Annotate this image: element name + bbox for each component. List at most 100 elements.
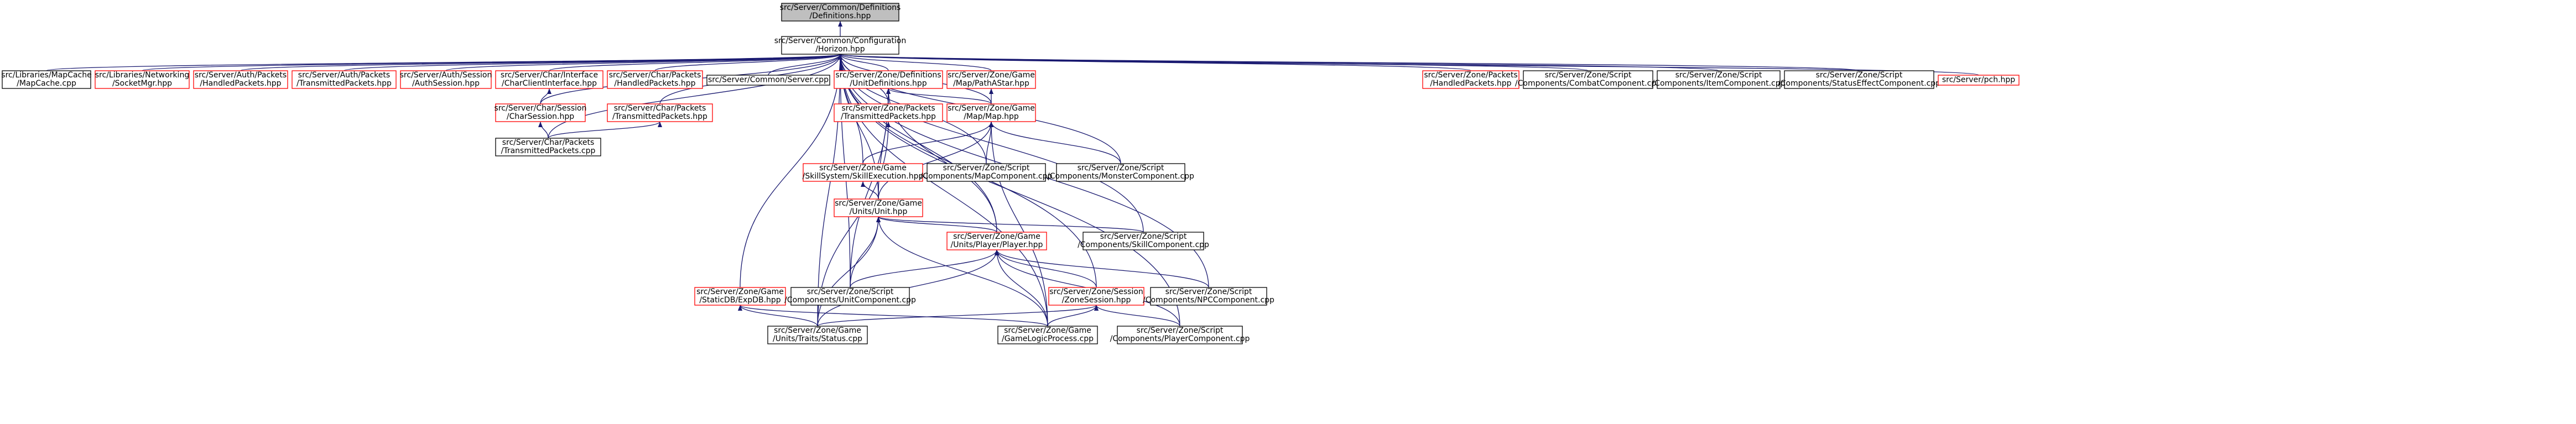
- node-statuseffectcomponent[interactable]: src/Server/Zone/Script/Components/Status…: [1778, 70, 1940, 89]
- node-auth_transmitted[interactable]: src/Server/Auth/Packets/TransmittedPacke…: [292, 70, 397, 89]
- node-staticdbexpdb[interactable]: src/Server/Zone/Game/StaticDB/ExpDB.hpp: [694, 287, 786, 306]
- node-label: src/Server/Zone/Script: [1165, 287, 1252, 296]
- edge-charsession-to-charclientinterface: [540, 88, 551, 104]
- node-box: [1784, 70, 1934, 89]
- node-label: src/Server/Common/Configuration: [774, 36, 907, 45]
- node-box: [946, 232, 1047, 250]
- node-label: src/Server/Zone/Script: [1545, 71, 1632, 80]
- node-charclientinterface[interactable]: src/Server/Char/Interface/CharClientInte…: [495, 70, 603, 89]
- node-char_transmitted[interactable]: src/Server/Char/Packets/TransmittedPacke…: [607, 103, 713, 122]
- node-box: [495, 138, 601, 156]
- node-label: src/Server/Common/Definitions: [780, 3, 901, 12]
- edge-playercomponent-to-zonesession: [1094, 305, 1180, 327]
- node-unitcomponent[interactable]: src/Server/Zone/Script/Components/UnitCo…: [784, 287, 916, 306]
- edge-unit_hpp-to-skillexecution: [861, 181, 879, 200]
- node-box: [1523, 70, 1653, 89]
- node-gamelogicprocess[interactable]: src/Server/Zone/Game/GameLogicProcess.cp…: [997, 326, 1098, 344]
- edge-status_cpp-to-zonesession: [817, 305, 1099, 327]
- node-box: [193, 70, 288, 89]
- node-zone_handled[interactable]: src/Server/Zone/Packets/HandledPackets.h…: [1422, 70, 1519, 89]
- node-player_hpp[interactable]: src/Server/Zone/Game/Units/Player/Player…: [946, 232, 1047, 250]
- edge-skillcomponent-to-unit_hpp: [876, 216, 1144, 233]
- node-combatcomponent[interactable]: src/Server/Zone/Script/Components/Combat…: [1515, 70, 1661, 89]
- edge-status_cpp-to-horizon: [817, 54, 842, 327]
- node-label: src/Server/pch.hpp: [1942, 76, 2015, 85]
- edge-player_hpp-to-unit_hpp: [876, 216, 997, 233]
- node-box: [1056, 163, 1185, 182]
- node-playercomponent[interactable]: src/Server/Zone/Script/Components/Player…: [1110, 326, 1250, 344]
- node-label: src/Server/Zone/Script: [807, 287, 894, 296]
- node-definitions: src/Server/Common/Definitions/Definition…: [780, 3, 901, 22]
- edge-auth_transmitted-to-horizon: [344, 54, 842, 71]
- node-box: [400, 70, 492, 89]
- node-label: /TransmittedPackets.hpp: [612, 112, 707, 121]
- node-zone_transmitted[interactable]: src/Server/Zone/Packets/TransmittedPacke…: [834, 103, 943, 122]
- node-box: [95, 70, 190, 89]
- node-label: src/Server/Char/Session: [495, 104, 587, 113]
- node-label: /Map/PathAStar.hpp: [953, 79, 1029, 88]
- node-label: src/Server/Zone/Game: [953, 232, 1040, 241]
- node-map_hpp[interactable]: src/Server/Zone/Game/Map/Map.hpp: [946, 103, 1036, 122]
- node-box: [1938, 75, 2020, 86]
- node-pathastar[interactable]: src/Server/Zone/Game/Map/PathAStar.hpp: [946, 70, 1036, 89]
- node-label: src/Server/Zone/Script: [1137, 326, 1224, 335]
- node-box: [607, 70, 703, 89]
- node-label: /TransmittedPackets.hpp: [296, 79, 392, 88]
- node-label: src/Server/Char/Packets: [609, 71, 701, 80]
- node-charsession[interactable]: src/Server/Char/Session/CharSession.hpp: [495, 103, 587, 122]
- node-label: /Components/StatusEffectComponent.cpp: [1778, 79, 1940, 88]
- node-auth_handled[interactable]: src/Server/Auth/Packets/HandledPackets.h…: [193, 70, 288, 89]
- node-label: src/Server/Char/Packets: [614, 104, 706, 113]
- node-itemcomponent[interactable]: src/Server/Zone/Script/Components/ItemCo…: [1652, 70, 1786, 89]
- node-label: src/Server/Zone/Game: [948, 104, 1035, 113]
- node-char_handled[interactable]: src/Server/Char/Packets/HandledPackets.h…: [607, 70, 703, 89]
- node-label: src/Server/Zone/Game: [835, 199, 922, 208]
- node-label: /Components/PlayerComponent.cpp: [1110, 334, 1250, 343]
- node-mapcache_cpp[interactable]: src/Libraries/MapCache/MapCache.cpp: [1, 70, 92, 89]
- node-box: [834, 198, 923, 217]
- node-socketmgr[interactable]: src/Libraries/Networking/SocketMgr.hpp: [95, 70, 190, 89]
- edge-playercomponent-to-horizon: [838, 54, 1180, 327]
- node-box: [2, 70, 91, 89]
- node-box: [694, 287, 786, 306]
- node-skillexecution[interactable]: src/Server/Zone/Game/SkillSystem/SkillEx…: [803, 163, 924, 182]
- edge-staticdbexpdb-to-horizon: [740, 54, 842, 288]
- node-label: /AuthSession.hpp: [412, 79, 480, 88]
- node-pch[interactable]: src/Server/pch.hpp: [1938, 75, 2020, 86]
- node-mapcomponent[interactable]: src/Server/Zone/Script/Components/MapCom…: [920, 163, 1053, 182]
- node-unit_hpp[interactable]: src/Server/Zone/Game/Units/Unit.hpp: [834, 198, 923, 217]
- node-label: src/Server/Zone/Game: [948, 71, 1035, 80]
- node-zonesession[interactable]: src/Server/Zone/Session/ZoneSession.hpp: [1048, 287, 1144, 306]
- edge-unitcomponent-to-player_hpp: [850, 249, 999, 288]
- edge-charclientinterface-to-horizon: [549, 54, 842, 71]
- node-label: /Components/CombatComponent.cpp: [1515, 79, 1661, 88]
- node-skillcomponent[interactable]: src/Server/Zone/Script/Components/SkillC…: [1078, 232, 1209, 250]
- edge-zonesession-to-player_hpp: [995, 249, 1097, 288]
- node-label: /Horizon.hpp: [815, 45, 865, 54]
- node-unitdefinitions[interactable]: src/Server/Zone/Definitions/UnitDefiniti…: [834, 70, 943, 89]
- edge-authsession-to-horizon: [445, 54, 842, 71]
- node-server_cpp[interactable]: src/Server/Common/Server.cpp: [706, 75, 830, 86]
- node-label: /Components/SkillComponent.cpp: [1078, 240, 1209, 249]
- node-box: [927, 163, 1046, 182]
- node-npccomponent[interactable]: src/Server/Zone/Script/Components/NPCCom…: [1143, 287, 1274, 306]
- node-monstercomponent[interactable]: src/Server/Zone/Script/Components/Monste…: [1047, 163, 1194, 182]
- edge-gamelogicprocess-to-unit_hpp: [876, 216, 1048, 327]
- edge-char_transmitted_cpp-to-horizon: [548, 54, 842, 139]
- file-nodes: src/Server/Common/Definitions/Definition…: [1, 3, 2020, 344]
- node-horizon[interactable]: src/Server/Common/Configuration/Horizon.…: [774, 36, 907, 55]
- edge-char_handled-to-horizon: [654, 54, 842, 71]
- edge-char_transmitted_cpp-to-charsession: [538, 121, 549, 139]
- node-status_cpp[interactable]: src/Server/Zone/Game/Units/Traits/Status…: [767, 326, 868, 344]
- node-label: /Components/MapComponent.cpp: [920, 172, 1053, 181]
- edge-status_cpp-to-unit_hpp: [817, 216, 881, 327]
- node-char_transmitted_cpp[interactable]: src/Server/Char/Packets/TransmittedPacke…: [495, 138, 601, 156]
- node-label: /ZoneSession.hpp: [1062, 296, 1131, 305]
- edge-map_hpp-to-unitdefinitions: [886, 88, 992, 104]
- node-box: [607, 103, 713, 122]
- node-box: [946, 103, 1036, 122]
- node-label: /HandledPackets.hpp: [200, 79, 281, 88]
- node-authsession[interactable]: src/Server/Auth/Session/AuthSession.hpp: [400, 70, 492, 89]
- node-label: /Units/Traits/Status.cpp: [773, 334, 862, 343]
